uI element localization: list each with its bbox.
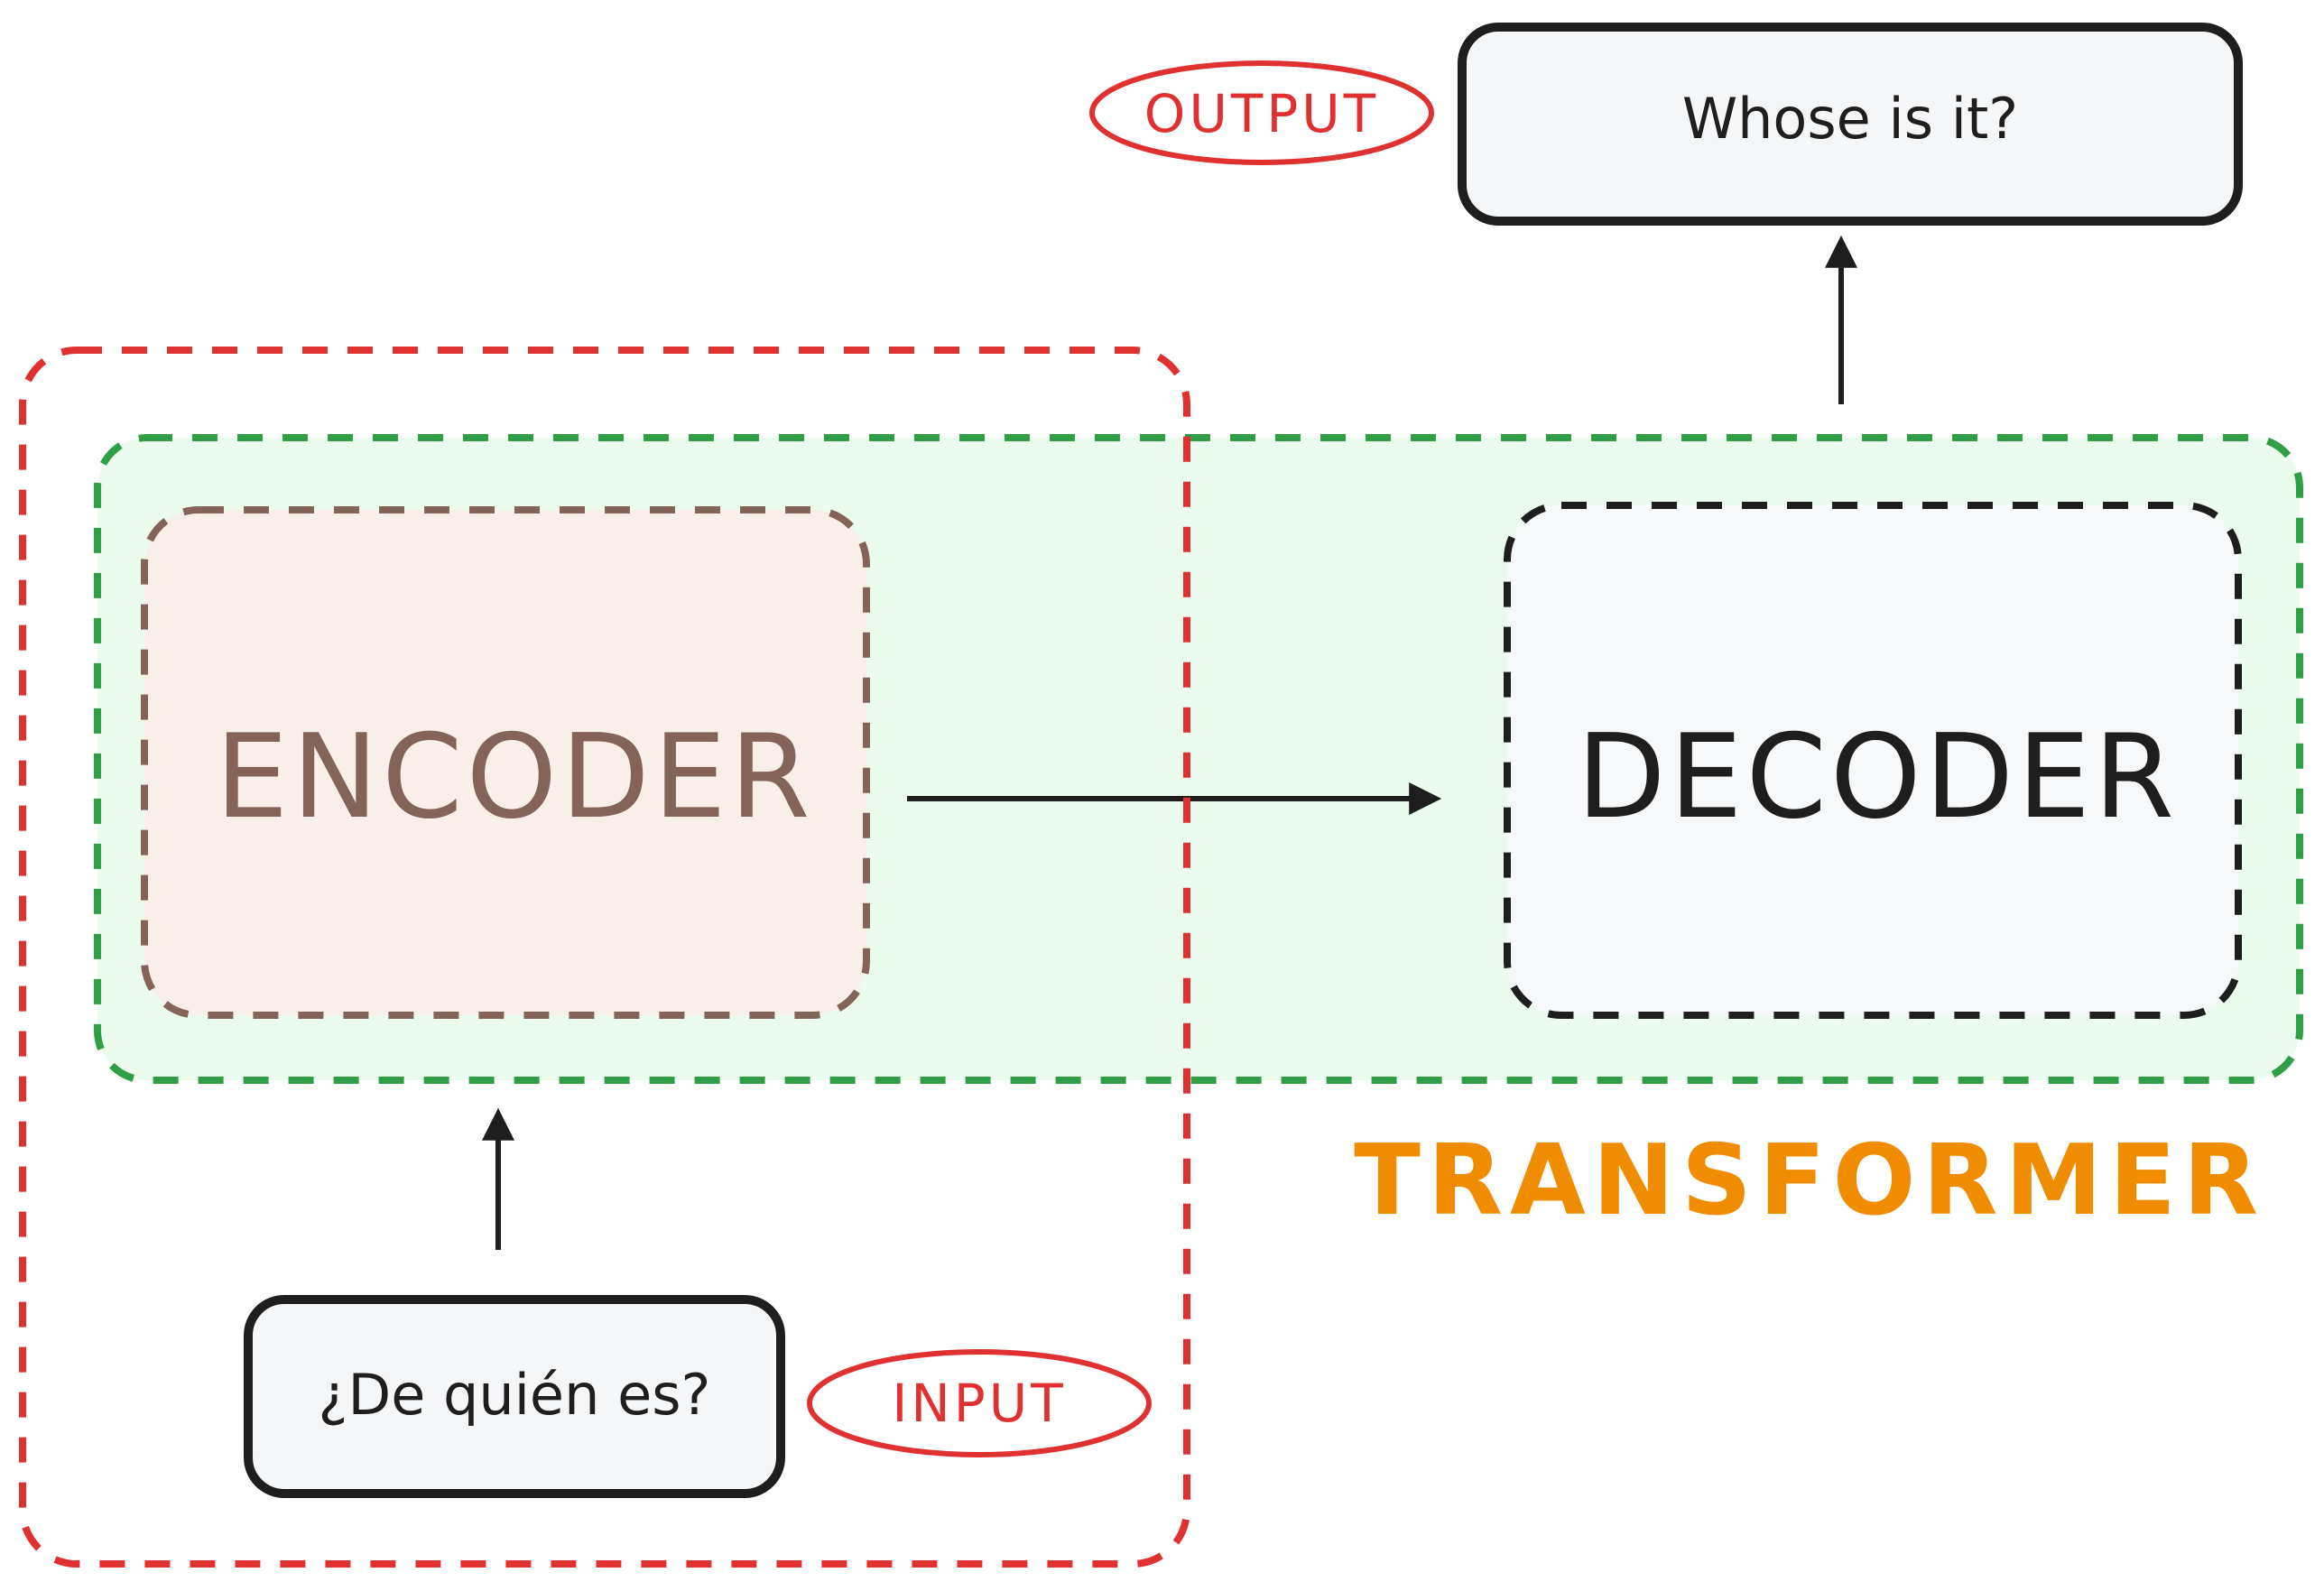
output-tag-oval: [1089, 60, 1434, 165]
input-tag-oval: [807, 1349, 1152, 1457]
decoder-box: [1504, 502, 2242, 1019]
input-tag: INPUT: [892, 1373, 1066, 1434]
transformer-label: TRANSFORMER: [1354, 1124, 2265, 1237]
output-text: Whose is it?: [1682, 86, 2018, 152]
input-text: ¿De quién es?: [319, 1362, 711, 1428]
decoder-label: DECODER: [1577, 710, 2178, 845]
input-node: [244, 1295, 785, 1498]
encoder-box: [141, 506, 870, 1019]
output-tag: OUTPUT: [1144, 83, 1379, 144]
encoder-label: ENCODER: [215, 710, 813, 845]
output-node: [1458, 23, 2243, 226]
encoder-scope-boundary: [19, 347, 1190, 1568]
